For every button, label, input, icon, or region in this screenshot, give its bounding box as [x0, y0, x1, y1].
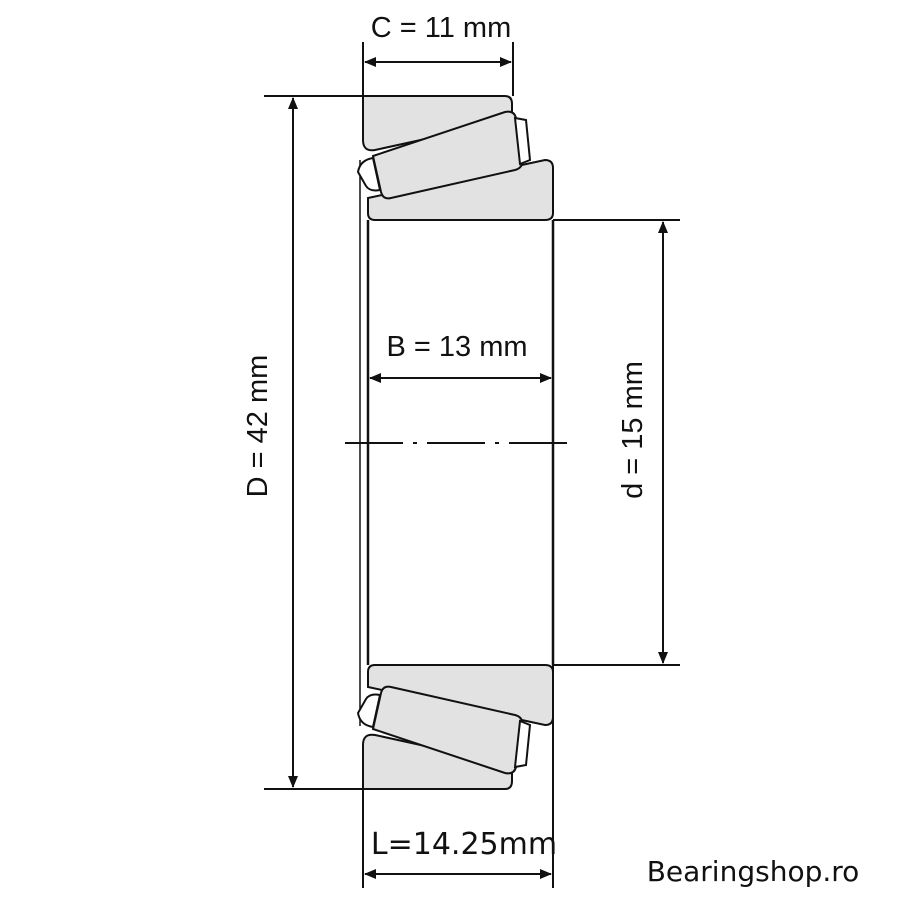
d-outer-dimension-label: D = 42 mm — [242, 355, 274, 498]
b-dimension-label: B = 13 mm — [386, 331, 527, 363]
cone-bottom — [367, 664, 554, 727]
roller-bottom — [371, 685, 524, 775]
watermark-text: Bearingshop.ro — [647, 855, 860, 888]
cage-top-right — [513, 116, 532, 166]
bore-dimension-label: d = 15 mm — [617, 361, 649, 499]
cage-bottom-left — [356, 693, 382, 729]
cage-bottom-right — [513, 719, 532, 769]
roller-top — [371, 110, 524, 200]
dimension-arrows — [288, 57, 668, 879]
c-dimension-label: C = 11 mm — [371, 12, 511, 44]
cage-top-left — [356, 156, 382, 192]
bearing-section — [356, 95, 555, 790]
cone-top — [367, 158, 554, 221]
l-dimension-label: L=14.25mm — [371, 827, 557, 862]
